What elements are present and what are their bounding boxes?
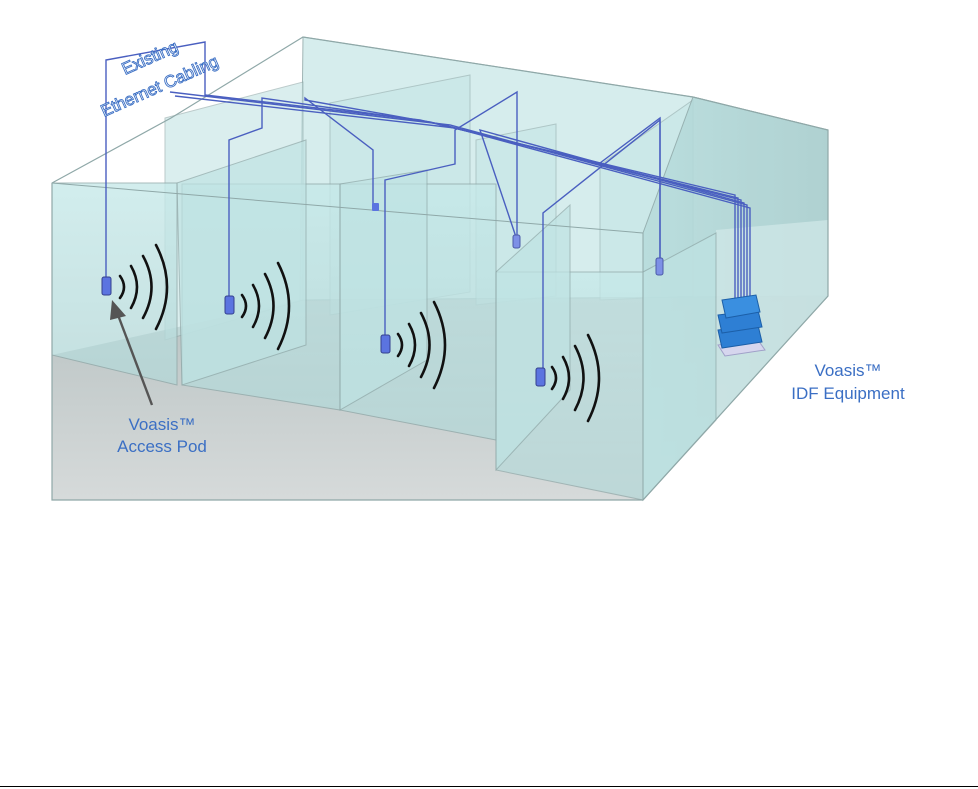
front-wall-room-1	[52, 183, 177, 385]
page-bottom-rule	[0, 786, 978, 787]
access-pod-icon	[513, 235, 520, 248]
access-pod-icon	[225, 296, 234, 314]
access-pod-label-line2: Access Pod	[117, 437, 207, 456]
access-pod-icon	[381, 335, 390, 353]
access-pod-icon	[102, 277, 111, 295]
idf-label-line1: Voasis™	[814, 361, 881, 380]
access-pod-icon	[536, 368, 545, 386]
access-pod-icon	[372, 203, 379, 211]
idf-switch-icon	[718, 295, 765, 356]
partition-front-1	[177, 140, 306, 385]
access-pod-label-line1: Voasis™	[128, 415, 195, 434]
access-pod-icon	[656, 258, 663, 275]
idf-label-line2: IDF Equipment	[791, 384, 905, 403]
